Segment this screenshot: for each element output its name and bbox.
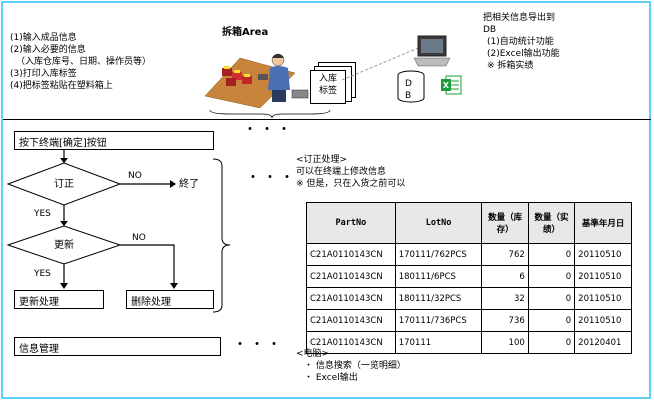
svg-text:X: X [443,81,450,90]
ellipsis-mid: ・・・ [246,170,297,186]
cell-qty-stock: 736 [481,309,529,332]
box-1 [222,68,232,76]
tag-sheet-front: 入库 标签 [310,70,346,104]
cell-lotno: 170111/762PCS [394,243,483,266]
worker-hair [272,54,284,58]
instruction-4: (4)把标签粘贴在塑料箱上 [10,81,113,91]
box-label-yellow-3 [244,74,250,77]
cell-qty-actual: 0 [527,265,576,288]
pc-note: <电脑> ・ 信息搜索（一览明细） ・ Excel输出 [296,348,516,384]
box-4 [242,76,252,84]
database-label-b: B [405,91,412,101]
worker-legs [272,90,286,102]
export-description: 把相关信息导出到 DB (1)自动统计功能 (2)Excel输出功能 ※ 拆箱实… [483,12,643,72]
box-3 [226,78,236,86]
pc-item-1: ・ 信息搜索（一览明细） [304,361,406,371]
header-qty-stock: 数量（库存） [481,202,529,244]
box-label-yellow-2 [234,70,240,73]
section-separator [3,119,651,120]
cell-partno: C21A0110143CN [306,265,396,288]
confirm-button-box: 按下终端[确定]按钮 [14,131,214,150]
cell-qty-actual: 0 [527,331,576,354]
table-row: C21A0110143CN 170111/762PCS 762 0 201105… [306,243,632,266]
export-line-3: (1)自动统计功能 [487,37,554,47]
inventory-table: PartNo LotNo 数量（库存） 数量（实绩） 基準年月日 C21A011… [306,202,632,354]
top-brace [209,109,331,119]
header-qty-actual: 数量（实绩） [527,202,576,244]
decision2-no: NO [132,233,146,243]
instruction-1: (1)输入成品信息 [10,33,77,43]
instruction-2-detail: （入库仓库号、日期、操作员等） [16,57,152,67]
cell-base-date: 20110510 [574,243,632,266]
decision2-label: 更新 [54,240,74,251]
delete-process-box: 删除处理 [126,290,214,309]
correction-line-2: ※ 但是，只在入货之前可以 [296,179,406,189]
correction-title: <订正处理> [296,155,348,165]
cell-partno: C21A0110143CN [306,309,396,332]
ellipsis-bottom: ・・・ [233,337,284,353]
cell-partno: C21A0110143CN [306,243,396,266]
cell-base-date: 20120401 [574,331,632,354]
excel-icon: X [441,75,462,95]
instruction-3: (3)打印入库标签 [10,69,77,79]
cell-qty-stock: 762 [481,243,529,266]
export-line-5: ※ 拆箱实绩 [487,61,534,71]
header-base-date: 基準年月日 [574,202,632,244]
table-row: C21A0110143CN 180111/6PCS 6 0 20110510 [306,265,632,288]
decision1-label: 订正 [54,179,74,190]
cell-lotno: 180111/32PCS [394,287,483,310]
database-label-d: D [405,79,412,89]
workstation-illustration [204,53,309,108]
tag-label-line2: 标签 [318,86,337,96]
box-label-yellow-1 [224,66,230,69]
data-flow-line [341,47,419,81]
table-row: C21A0110143CN 170111/736PCS 736 0 201105… [306,309,632,332]
correction-note: <订正处理> 可以在终端上修改信息 ※ 但是，只在入货之前可以 [296,154,556,190]
cell-qty-actual: 0 [527,243,576,266]
cell-qty-stock: 32 [481,287,529,310]
table-header-row: PartNo LotNo 数量（库存） 数量（实绩） 基準年月日 [306,202,632,244]
table-row: C21A0110143CN 180111/32PCS 32 0 20110510 [306,287,632,310]
export-line-4: (2)Excel输出功能 [487,49,560,59]
cell-lotno: 170111 [394,331,483,354]
correction-line-1: 可以在终端上修改信息 [296,167,387,177]
cell-qty-stock: 6 [481,265,529,288]
database-icon [397,70,425,103]
cell-base-date: 20110510 [574,265,632,288]
group-brace [212,158,231,313]
info-management-box: 信息管理 [14,337,221,356]
pc-item-2: ・ Excel输出 [304,373,358,383]
tag-label-line1: 入库 [318,74,337,84]
pc-title: <电脑> [296,349,330,359]
header-lotno: LotNo [394,202,483,244]
cell-partno: C21A0110143CN [306,331,396,354]
table-row: C21A0110143CN 170111 100 0 20120401 [306,331,632,354]
header-partno: PartNo [306,202,396,244]
decision1-yes: YES [34,209,51,219]
cell-lotno: 180111/6PCS [394,265,483,288]
laptop-icon [413,35,451,67]
export-line-1: 把相关信息导出到 [483,13,556,23]
ellipsis-top: ・・・ [243,122,294,138]
terminal [258,74,268,80]
cell-qty-actual: 0 [527,287,576,310]
update-process-box: 更新处理 [14,290,104,309]
instruction-list: (1)输入成品信息 (2)输入必要的信息 （入库仓库号、日期、操作员等） (3)… [10,32,210,92]
decision1-no: NO [128,171,142,181]
area-label: 拆箱Area [222,27,269,38]
end-label: 終了 [179,179,199,190]
cell-partno: C21A0110143CN [306,287,396,310]
instruction-2: (2)输入必要的信息 [10,45,86,55]
cell-base-date: 20110510 [574,309,632,332]
decision2-yes: YES [34,269,51,279]
worker-body [268,66,290,90]
export-line-2: DB [483,25,497,35]
cell-lotno: 170111/736PCS [394,309,483,332]
printer [291,89,309,99]
box-2 [232,72,242,80]
cell-qty-actual: 0 [527,309,576,332]
cell-base-date: 20110510 [574,287,632,310]
